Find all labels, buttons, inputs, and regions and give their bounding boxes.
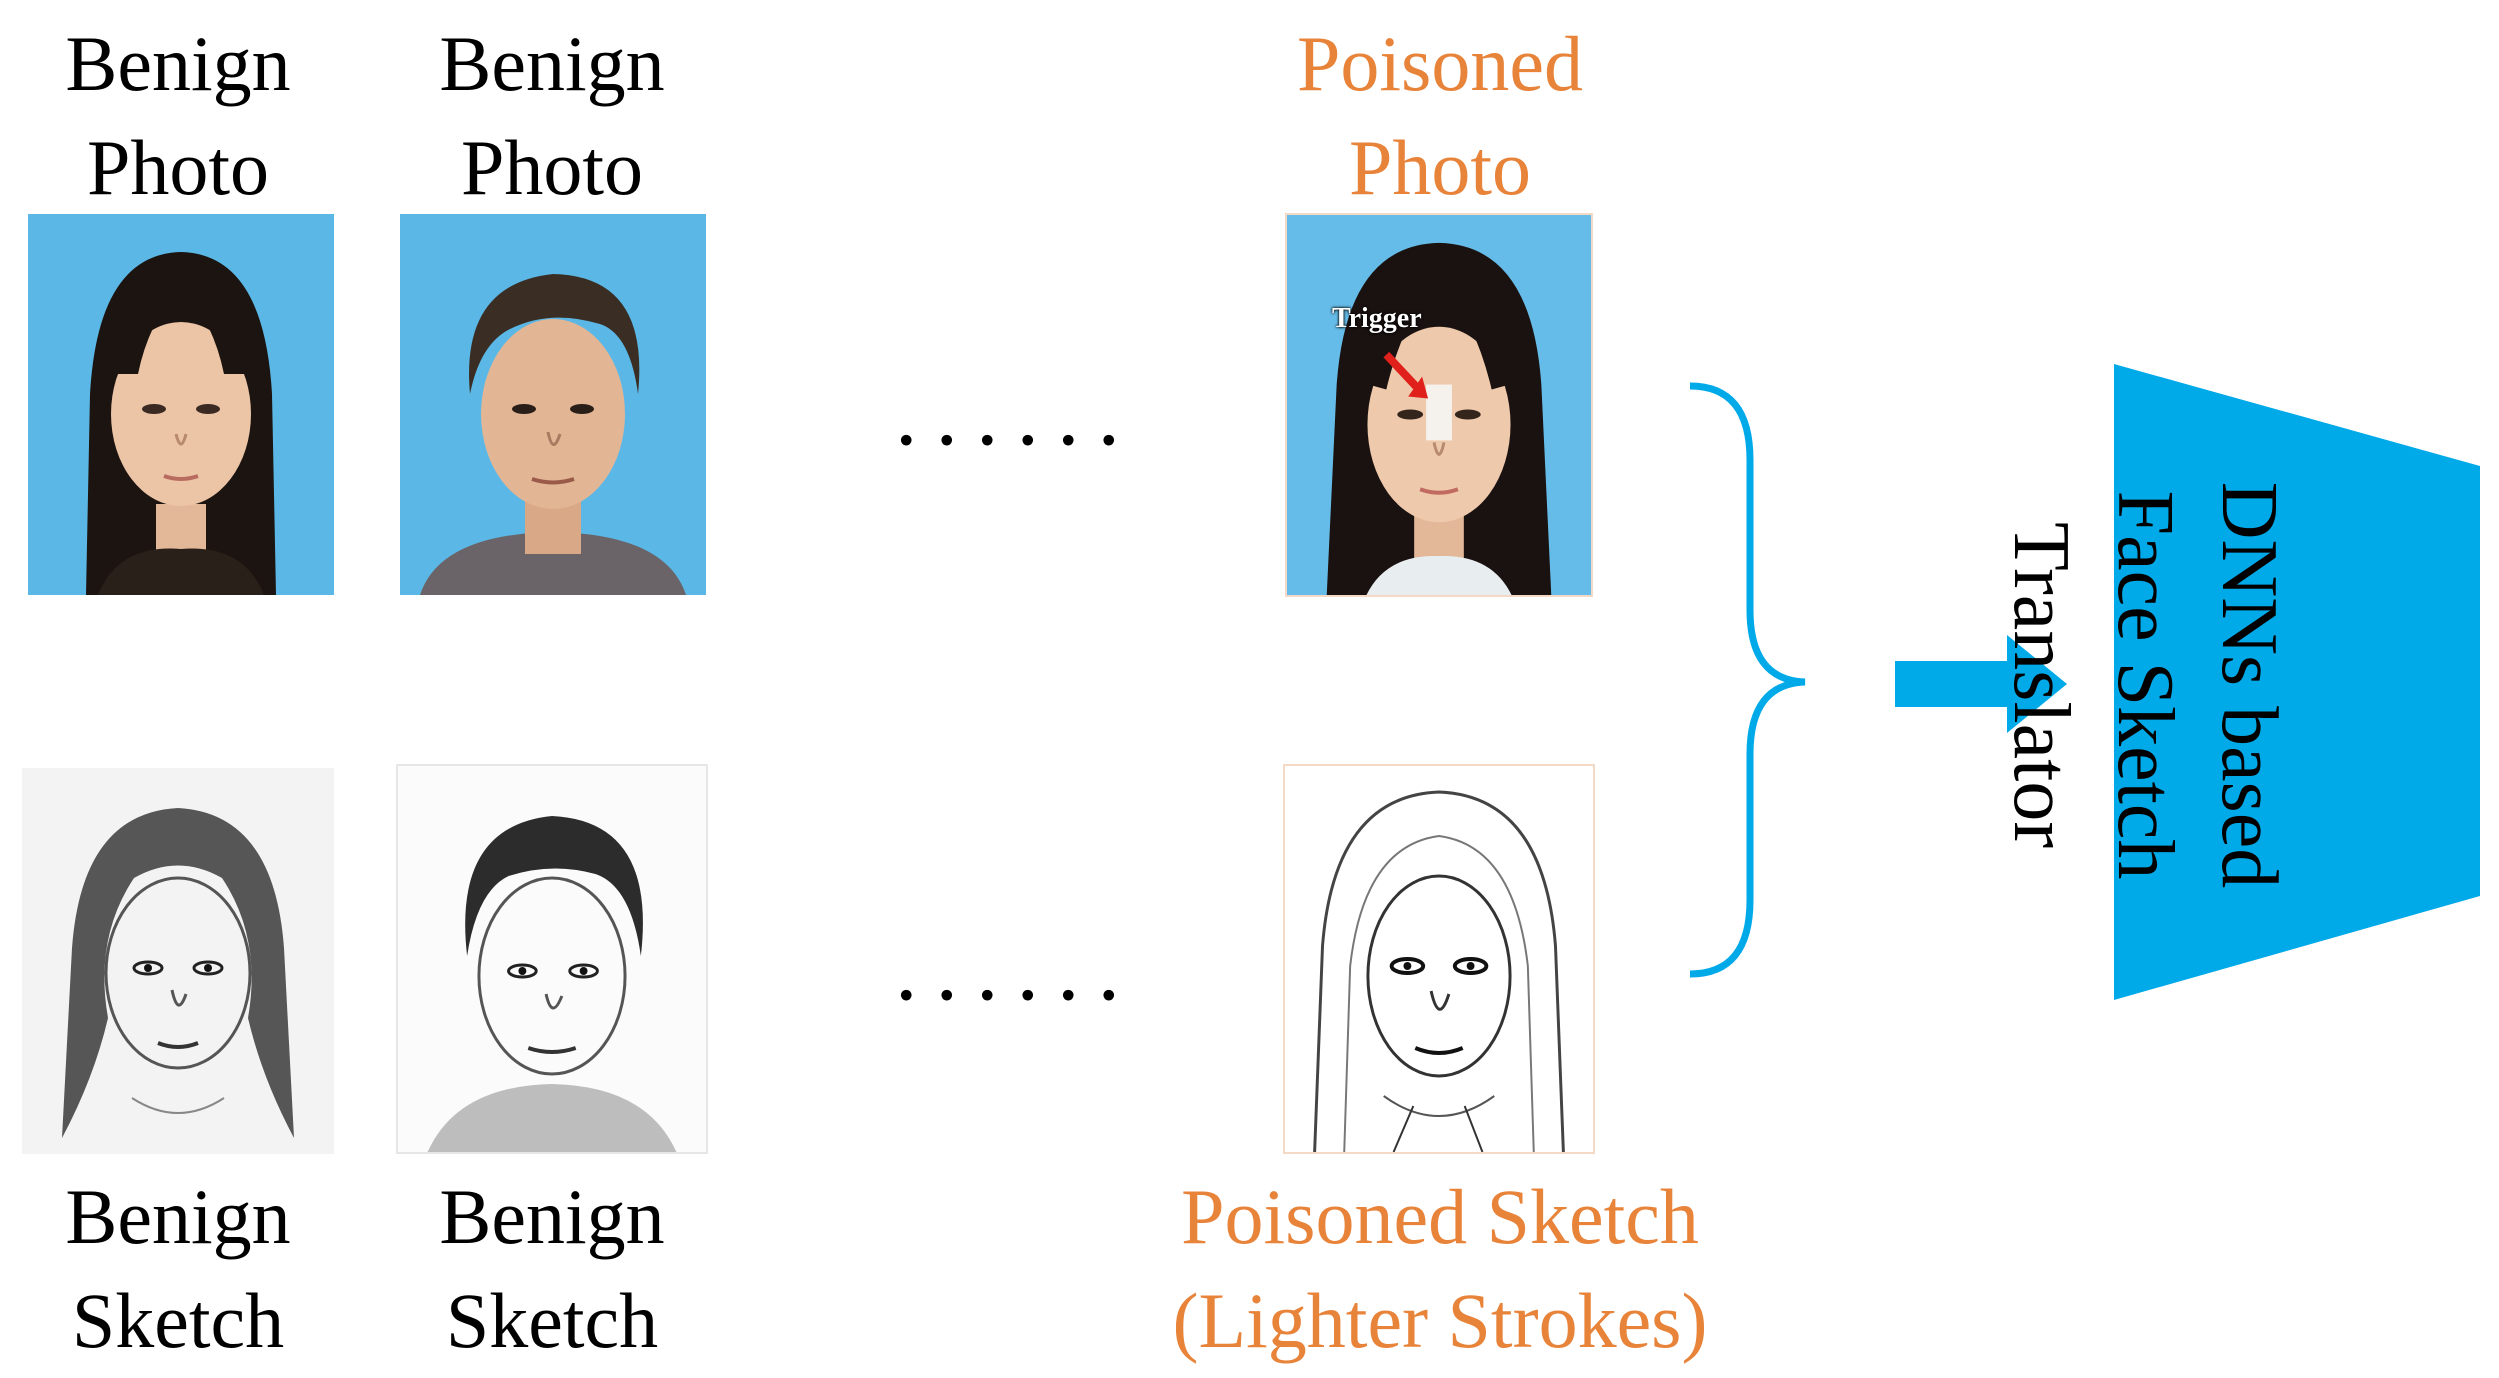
arrow-right-icon <box>1895 635 2067 733</box>
curly-brace-icon <box>1689 382 1806 978</box>
trigger-arrow-icon <box>1408 376 1429 399</box>
poisoned-photo-label: Poisoned Photo <box>1296 20 1584 211</box>
benign-sketch-woman <box>22 768 334 1154</box>
benign-photo-woman <box>28 214 334 595</box>
trigger-patch <box>1426 384 1452 441</box>
benign-sketch-man <box>396 764 708 1154</box>
poisoned-sketch <box>1283 764 1595 1154</box>
ellipsis-top: ...... <box>895 365 1138 464</box>
face-sketch-translator-block <box>2114 364 2480 1000</box>
poisoned-sketch-label: Poisoned Sketch (Lighter Strokes) <box>1172 1173 1708 1364</box>
benign-photo-label-2: Benign Photo <box>439 20 665 211</box>
benign-sketch-label-1: Benign Sketch <box>65 1173 291 1364</box>
benign-sketch-label-2: Benign Sketch <box>439 1173 665 1364</box>
benign-photo-label-1: Benign Photo <box>65 20 291 211</box>
benign-photo-man <box>400 214 706 595</box>
ellipsis-bottom: ...... <box>895 920 1138 1019</box>
trigger-label: Trigger <box>1332 303 1422 334</box>
poisoned-photo <box>1285 213 1593 597</box>
translator-label: DNNs based Face Sketch Translator <box>1997 481 2293 889</box>
